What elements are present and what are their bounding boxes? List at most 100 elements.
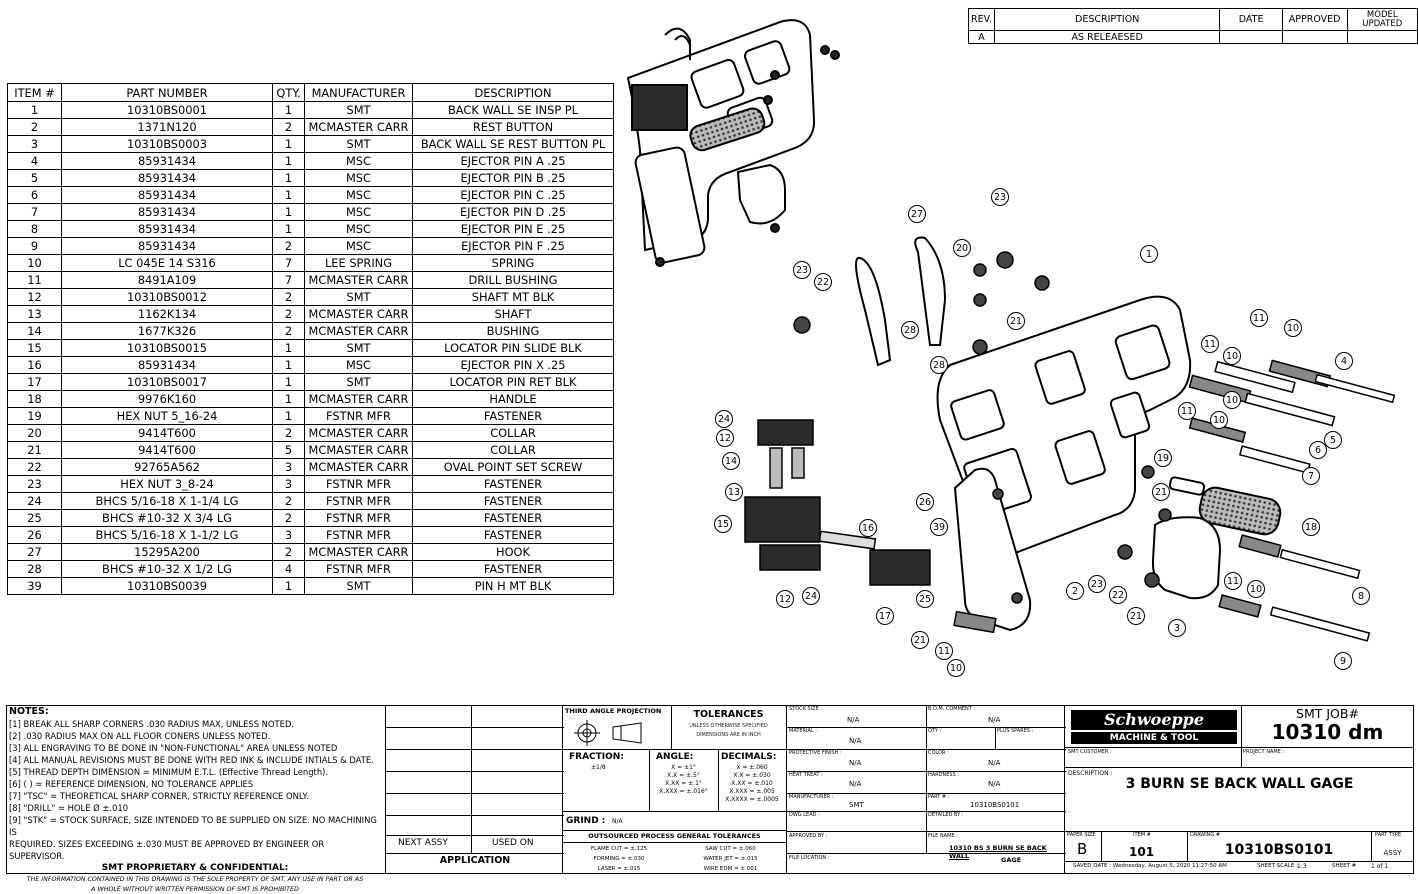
callout-bubble: 27	[908, 205, 926, 223]
bom-cell: 10310BS0001	[61, 101, 273, 119]
bom-cell: FASTENER	[412, 509, 614, 527]
slide-blocks	[744, 419, 931, 586]
callout-bubble: 18	[1302, 518, 1320, 536]
part-type-label: PART TYPE	[1375, 832, 1402, 838]
bom-cell: 85931434	[61, 237, 273, 255]
callout-bubble: 10	[947, 659, 965, 677]
file-location-label: FILE LOCATION :	[789, 855, 830, 861]
bom-cell: 12	[7, 288, 62, 306]
bom-cell: 26	[7, 526, 62, 544]
bom-cell: LC 045E 14 S316	[61, 254, 273, 272]
bom-cell: 7	[272, 271, 305, 289]
callout-bubble: 23	[793, 261, 811, 279]
bom-cell: LEE SPRING	[304, 254, 413, 272]
bom-cell: BHCS 5/16-18 X 1-1/4 LG	[61, 492, 273, 510]
dwg-lead-label: DWG LEAD :	[789, 812, 820, 818]
material-label: MATERIAL :	[789, 728, 817, 734]
bom-cell: MSC	[304, 169, 413, 187]
bom-cell: SMT	[304, 373, 413, 391]
bom-cell: LOCATOR PIN RET BLK	[412, 373, 614, 391]
bom-cell: 1677K326	[61, 322, 273, 340]
bom-cell: SMT	[304, 135, 413, 153]
outsourced-col: SAW CUT = ±.060 WATER JET = ±.015 WIRE E…	[675, 844, 786, 874]
bom-cell: 1	[272, 220, 305, 238]
angle-label: ANGLE:	[656, 752, 694, 762]
bom-cell: SMT	[304, 339, 413, 357]
bom-cell: EJECTOR PIN F .25	[412, 237, 614, 255]
bom-cell: 9976K160	[61, 390, 273, 408]
callout-bubble: 12	[776, 590, 794, 608]
bom-cell: 24	[7, 492, 62, 510]
callout-bubble: 7	[1302, 467, 1320, 485]
bom-header: MANUFACTURER	[304, 83, 413, 102]
outsourced-value: FLAME CUT = ±.125	[590, 846, 648, 852]
file-name-value: 10310 BS 3 BURN SE BACK WALL	[949, 844, 1047, 860]
bom-cell: 1	[272, 577, 305, 595]
callout-bubble: 28	[901, 321, 919, 339]
part-value: 10310BS0101	[970, 801, 1020, 809]
file-name-value-2: GAGE	[1001, 856, 1022, 864]
bom-cell: MSC	[304, 237, 413, 255]
bom-cell: 7	[7, 203, 62, 221]
callout-bubble: 10	[1223, 391, 1241, 409]
notes-heading: NOTES:	[9, 706, 49, 717]
bom-cell: 1	[272, 407, 305, 425]
finish-value: N/A	[849, 759, 862, 767]
bom-cell: 19	[7, 407, 62, 425]
bom-comment-label: B.O.M. COMMENT :	[928, 706, 976, 712]
bom-cell: FASTENER	[412, 560, 614, 578]
company-title-block: Schwoeppe MACHINE & TOOL SMT JOB# 10310 …	[1065, 705, 1414, 874]
bom-cell: 3	[272, 475, 305, 493]
pin-h-block	[953, 467, 1032, 632]
callout-bubble: 22	[814, 273, 832, 291]
heat-treat-label: HEAT TREAT :	[789, 772, 823, 778]
bom-cell: 10	[7, 254, 62, 272]
callout-bubble: 4	[1335, 352, 1353, 370]
bom-cell: 2	[272, 305, 305, 323]
job-number: 10310 dm	[1271, 720, 1384, 744]
sheet-scale-value: 1:3	[1297, 863, 1307, 870]
fraction-value: ±1/8	[591, 764, 606, 771]
paper-size-label: PAPER SIZE	[1067, 832, 1096, 838]
bom-cell: 4	[272, 560, 305, 578]
bom-cell: 2	[272, 543, 305, 561]
sheet-value: 1 of 1	[1371, 863, 1389, 870]
bom-cell: 1	[272, 152, 305, 170]
paper-size-value: B	[1077, 840, 1088, 858]
callout-bubble: 24	[802, 587, 820, 605]
callout-bubble: 2	[1066, 582, 1084, 600]
rest-button-plate	[1151, 516, 1222, 600]
bom-cell: BHCS #10-32 X 3/4 LG	[61, 509, 273, 527]
hardness-value: N/A	[988, 780, 1001, 788]
note-item: REQUIRED. SIZES EXCEEDING ±.030 MUST BE …	[9, 839, 325, 861]
bom-cell: 85931434	[61, 152, 273, 170]
bom-cell: HEX NUT 5_16-24	[61, 407, 273, 425]
bom-cell: MCMASTER CARR	[304, 458, 413, 476]
drawing-description: 3 BURN SE BACK WALL GAGE	[1125, 776, 1354, 792]
bom-cell: 85931434	[61, 356, 273, 374]
callout-bubble: 8	[1352, 587, 1370, 605]
angle-value: X.X = ±.5°	[667, 772, 700, 779]
callout-bubble: 21	[911, 631, 929, 649]
projection-label: THIRD ANGLE PROJECTION	[565, 707, 662, 715]
manufacturer-label: MANUFACTURER :	[789, 794, 834, 800]
outsourced-heading: OUTSOURCED PROCESS GENERAL TOLERANCES	[588, 832, 761, 840]
bom-cell: 15295A200	[61, 543, 273, 561]
heat-treat-value: N/A	[849, 780, 862, 788]
bom-cell: 3	[7, 135, 62, 153]
finish-label: PROTECTIVE FINISH :	[789, 750, 842, 756]
bom-cell: 85931434	[61, 220, 273, 238]
bom-cell: 14	[7, 322, 62, 340]
callout-bubble: 21	[1127, 607, 1145, 625]
bom-cell: 9414T600	[61, 441, 273, 459]
bom-cell: 8	[7, 220, 62, 238]
